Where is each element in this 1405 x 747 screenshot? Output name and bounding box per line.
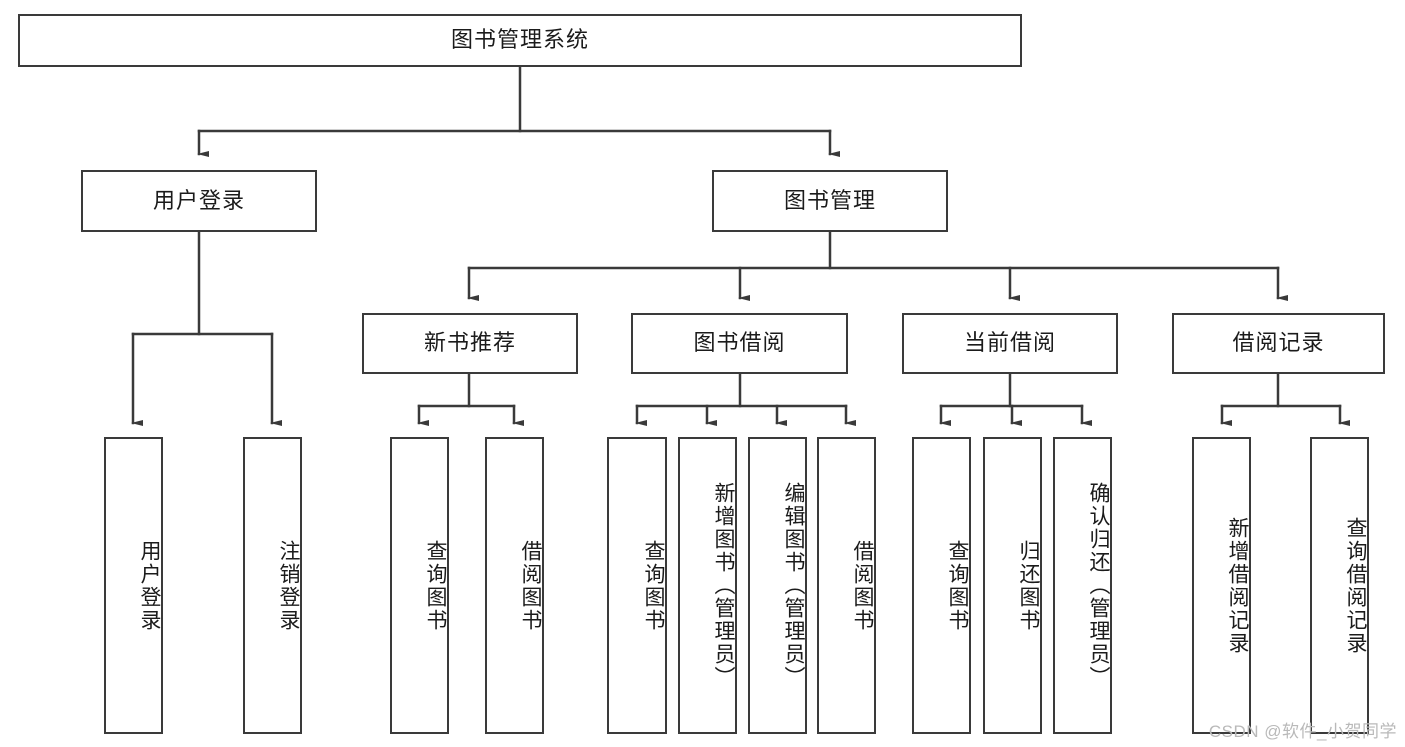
node-leaf-confirm-return[interactable]: 确认归还（管理员） <box>1053 437 1112 734</box>
node-leaf-add-borrow-record-label: 新增借阅记录 <box>1226 516 1249 655</box>
node-borrow-record-label: 借阅记录 <box>1232 330 1325 356</box>
node-new-book-recommend[interactable]: 新书推荐 <box>362 313 578 374</box>
node-current-borrow-label: 当前借阅 <box>963 330 1056 356</box>
node-leaf-return-book[interactable]: 归还图书 <box>983 437 1042 734</box>
node-leaf-user-login[interactable]: 用户登录 <box>104 437 163 734</box>
node-book-borrow[interactable]: 图书借阅 <box>631 313 848 374</box>
node-leaf-confirm-return-label: 确认归还（管理员） <box>1087 482 1110 689</box>
node-leaf-add-book[interactable]: 新增图书（管理员） <box>678 437 737 734</box>
node-leaf-query-book-2[interactable]: 查询图书 <box>607 437 667 734</box>
node-leaf-borrow-book-2-label: 借阅图书 <box>851 539 874 632</box>
node-leaf-borrow-book-1-label: 借阅图书 <box>519 539 542 632</box>
node-new-book-recommend-label: 新书推荐 <box>423 330 516 356</box>
node-leaf-query-book-2-label: 查询图书 <box>642 539 665 632</box>
node-leaf-query-book-1-label: 查询图书 <box>424 539 447 632</box>
node-leaf-query-borrow-record-label: 查询借阅记录 <box>1344 516 1367 655</box>
node-root-label: 图书管理系统 <box>450 27 589 53</box>
node-leaf-borrow-book-1[interactable]: 借阅图书 <box>485 437 544 734</box>
node-user-login-label: 用户登录 <box>152 187 245 213</box>
node-leaf-logout-login-label: 注销登录 <box>277 539 300 632</box>
node-user-login[interactable]: 用户登录 <box>81 170 317 232</box>
node-leaf-query-book-3[interactable]: 查询图书 <box>912 437 971 734</box>
node-leaf-query-book-1[interactable]: 查询图书 <box>390 437 449 734</box>
node-leaf-return-book-label: 归还图书 <box>1017 539 1040 632</box>
node-borrow-record[interactable]: 借阅记录 <box>1172 313 1385 374</box>
node-leaf-edit-book-label: 编辑图书（管理员） <box>782 482 805 689</box>
node-leaf-logout-login[interactable]: 注销登录 <box>243 437 302 734</box>
node-leaf-edit-book[interactable]: 编辑图书（管理员） <box>748 437 807 734</box>
node-leaf-borrow-book-2[interactable]: 借阅图书 <box>817 437 876 734</box>
node-leaf-add-borrow-record[interactable]: 新增借阅记录 <box>1192 437 1251 734</box>
node-leaf-user-login-label: 用户登录 <box>138 539 161 632</box>
node-current-borrow[interactable]: 当前借阅 <box>902 313 1118 374</box>
node-book-manage[interactable]: 图书管理 <box>712 170 948 232</box>
node-root[interactable]: 图书管理系统 <box>18 14 1022 67</box>
node-book-manage-label: 图书管理 <box>783 187 876 213</box>
node-book-borrow-label: 图书借阅 <box>693 330 786 356</box>
node-leaf-query-book-3-label: 查询图书 <box>946 539 969 632</box>
node-leaf-query-borrow-record[interactable]: 查询借阅记录 <box>1310 437 1369 734</box>
node-leaf-add-book-label: 新增图书（管理员） <box>712 482 735 689</box>
